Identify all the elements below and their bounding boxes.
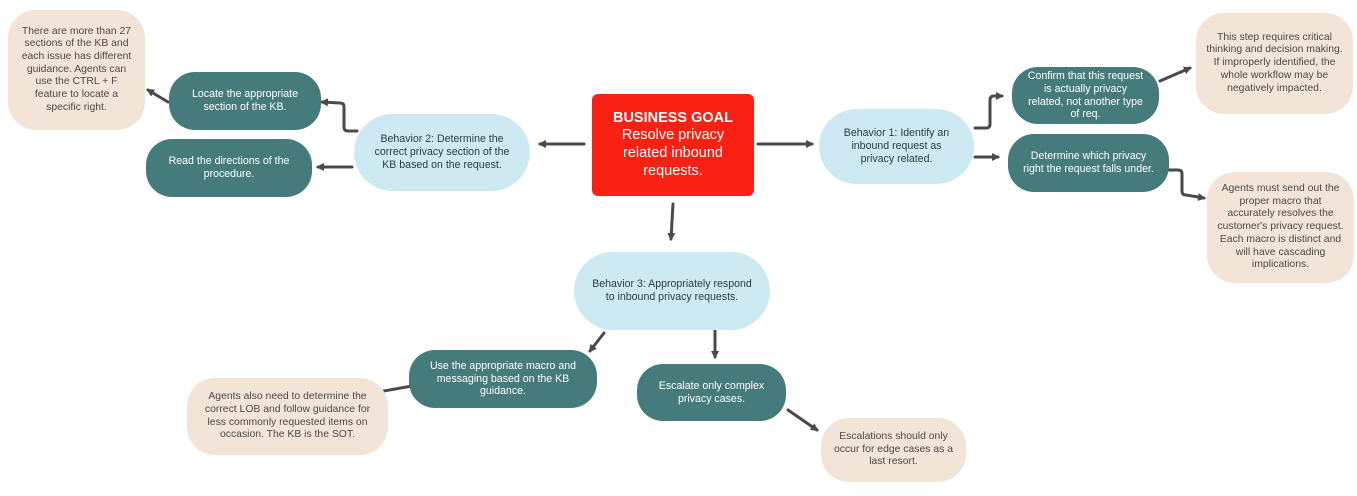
arrow-behavior2-to-locate [320, 98, 359, 133]
arrow-determine-right-to-macro-note [1167, 168, 1206, 201]
arrow-behavior1-to-confirm [973, 92, 1004, 130]
business-goal-text: Resolve privacy related inbound requests… [621, 127, 725, 179]
locate-kb-section-action: Locate the appropriate section of the KB… [169, 72, 321, 130]
arrow-locate-to-sections-note [146, 88, 170, 104]
confirm-privacy-action: Confirm that this request is actually pr… [1012, 67, 1159, 124]
behavior-3-node: Behavior 3: Appropriately respond to inb… [574, 252, 770, 330]
macro-send-note: Agents must send out the proper macro th… [1207, 172, 1354, 283]
read-directions-action: Read the directions of the procedure. [146, 139, 312, 197]
behavior-1-node: Behavior 1: Identify an inbound request … [819, 109, 974, 184]
arrow-goal-to-behavior3 [667, 202, 676, 241]
determine-privacy-right-action: Determine which privacy right the reques… [1008, 134, 1169, 192]
edge-cases-note: Escalations should only occur for edge c… [821, 418, 966, 482]
behavior-2-node: Behavior 2: Determine the correct privac… [354, 114, 530, 191]
critical-thinking-note: This step requires critical thinking and… [1196, 13, 1353, 114]
arrow-behavior3-to-macro [588, 331, 606, 353]
business-goal-heading: BUSINESS GOAL [612, 109, 734, 126]
arrow-escalate-to-edge-note [786, 408, 819, 432]
kb-sections-note: There are more than 27 sections of the K… [8, 10, 145, 130]
arrow-confirm-to-critical-note [1158, 66, 1192, 83]
escalate-cases-action: Escalate only complex privacy cases. [637, 364, 786, 421]
business-goal-box: BUSINESS GOAL Resolve privacy related in… [592, 94, 754, 196]
lob-guidance-note: Agents also need to determine the correc… [187, 378, 388, 455]
use-macro-action: Use the appropriate macro and messaging … [409, 350, 597, 408]
